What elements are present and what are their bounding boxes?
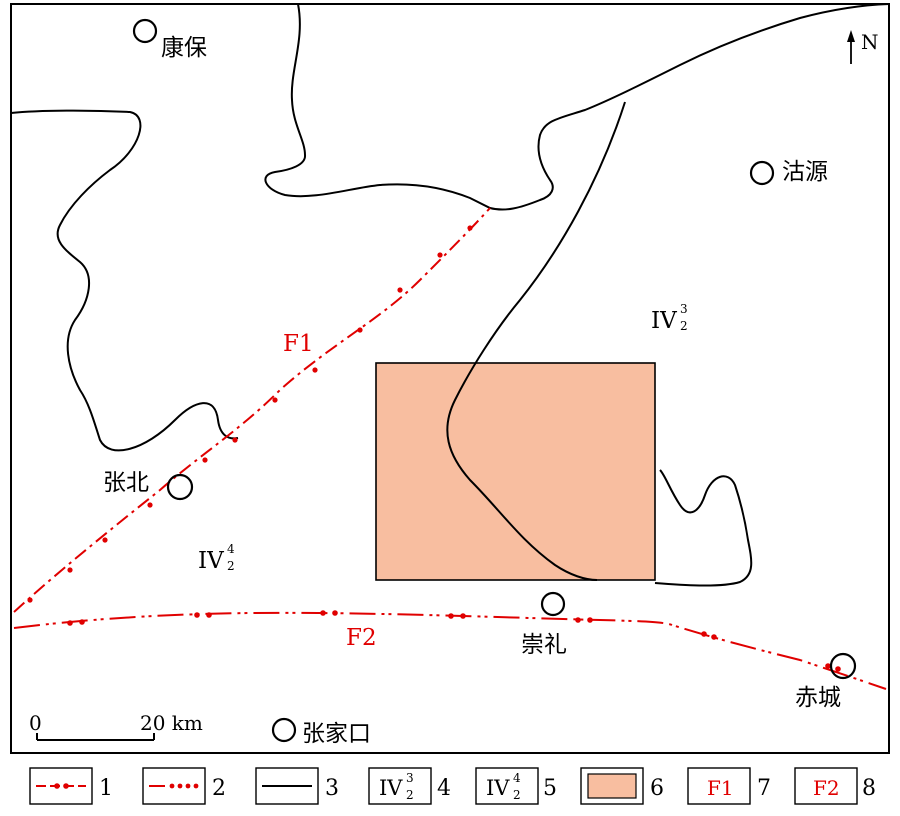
legend-num-5: 5 bbox=[543, 776, 557, 801]
place-label-zhangbei: 张北 bbox=[103, 470, 149, 496]
legend-f1: F1 bbox=[707, 776, 734, 800]
boundary-line-north bbox=[264, 3, 890, 211]
scale-zero: 0 bbox=[29, 711, 42, 735]
legend-f2: F2 bbox=[813, 776, 840, 800]
svg-text:2: 2 bbox=[227, 559, 235, 573]
svg-text:2: 2 bbox=[513, 788, 521, 802]
svg-text:IV: IV bbox=[486, 776, 510, 800]
town-marker-kangbao bbox=[132, 18, 158, 44]
svg-text:3: 3 bbox=[680, 302, 688, 316]
boundary-line-east bbox=[654, 469, 753, 587]
town-marker-chicheng bbox=[829, 652, 857, 680]
fault-f1-dots bbox=[27, 225, 473, 603]
svg-text:2: 2 bbox=[406, 788, 414, 802]
legend-num-4: 4 bbox=[437, 776, 451, 801]
town-marker-zhangbei bbox=[166, 473, 194, 501]
legend-num-3: 3 bbox=[325, 776, 339, 801]
svg-text:2: 2 bbox=[680, 319, 688, 333]
fault-f2-dots bbox=[67, 610, 841, 672]
boundary-line-central bbox=[446, 101, 626, 581]
place-label-kangbao: 康保 bbox=[161, 35, 207, 61]
fault-label-f1: F1 bbox=[283, 331, 314, 357]
svg-text:4: 4 bbox=[513, 771, 521, 785]
legend-num-8: 8 bbox=[862, 776, 876, 801]
place-label-guyuan: 沽源 bbox=[782, 159, 828, 185]
legend: 1 2 3 IV 3 2 4 IV 4 2 5 6 F1 7 F2 8 bbox=[29, 767, 876, 805]
legend-num-2: 2 bbox=[212, 776, 226, 801]
legend-num-1: 1 bbox=[99, 776, 113, 801]
scale-end: 20 km bbox=[140, 711, 203, 735]
map-frame bbox=[10, 3, 890, 754]
north-label: N bbox=[861, 30, 879, 54]
town-marker-guyuan bbox=[749, 160, 775, 186]
town-marker-zhangjiakou bbox=[271, 717, 297, 743]
study-area-rect bbox=[375, 362, 656, 581]
town-marker-chongli bbox=[540, 591, 566, 617]
fault-f1-line bbox=[13, 207, 491, 613]
svg-text:IV: IV bbox=[379, 776, 403, 800]
north-arrow: N bbox=[847, 30, 879, 64]
zone-label-iv23: IV 3 2 bbox=[651, 302, 688, 334]
svg-text:4: 4 bbox=[227, 542, 235, 556]
place-label-chicheng: 赤城 bbox=[795, 685, 841, 711]
place-label-zhangjiakou: 张家口 bbox=[302, 721, 371, 747]
place-label-chongli: 崇礼 bbox=[521, 632, 567, 658]
fault-f2-line bbox=[13, 611, 887, 690]
legend-num-6: 6 bbox=[650, 776, 664, 801]
svg-text:IV: IV bbox=[651, 308, 677, 334]
zone-label-iv24: IV 4 2 bbox=[198, 542, 235, 574]
boundary-line-west bbox=[10, 109, 239, 452]
scale-bar: 0 20 km bbox=[29, 711, 203, 741]
fault-label-f2: F2 bbox=[346, 625, 377, 651]
svg-text:IV: IV bbox=[198, 548, 224, 574]
legend-num-7: 7 bbox=[757, 776, 771, 801]
svg-text:3: 3 bbox=[406, 771, 414, 785]
